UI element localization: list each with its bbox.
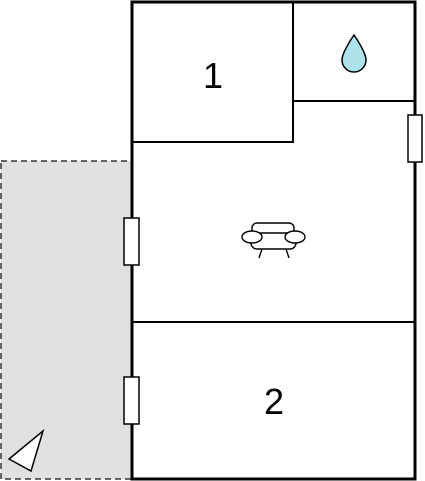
bedroom-1-wall [132,2,294,143]
sofa-icon [241,222,306,259]
compass-triangle-icon [7,428,45,473]
room-label-bedroom-2: 2 [264,381,284,422]
room-label-bedroom-1: 1 [203,55,223,96]
terrace-area [0,160,133,480]
internal-walls [132,2,415,323]
window-west-bedroom-2 [123,376,140,425]
water-drop-icon [341,33,367,73]
window-west-living [123,217,140,266]
window-east [407,114,423,163]
